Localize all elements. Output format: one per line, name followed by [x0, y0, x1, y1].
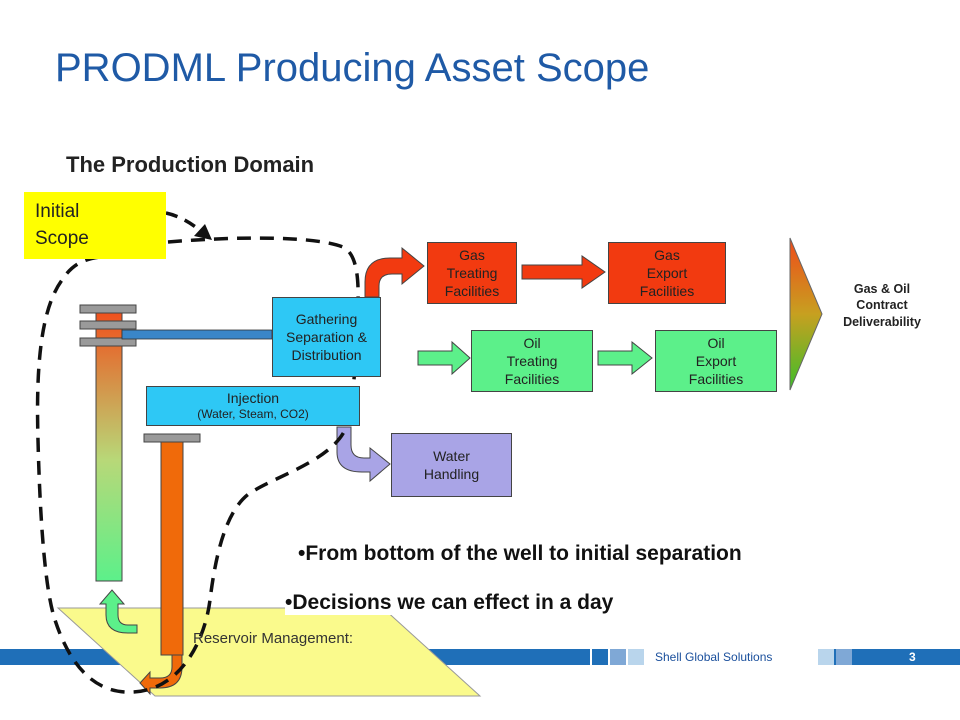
gas-export-box: Gas Export Facilities — [608, 242, 726, 304]
bullet-scope: •From bottom of the well to initial sepa… — [298, 542, 742, 566]
page-title: PRODML Producing Asset Scope — [55, 46, 650, 90]
gathering-line-1: Gathering — [295, 310, 358, 327]
oil-treating-box: Oil Treating Facilities — [471, 330, 593, 392]
arrow-oil-to-export — [597, 340, 653, 376]
oil-export-line-1: Oil — [707, 334, 725, 351]
water-handling-box: Water Handling — [391, 433, 512, 497]
initial-scope-line-2: Scope — [35, 227, 89, 249]
page-number: 3 — [909, 650, 916, 664]
arrow-to-oil-treating — [417, 340, 471, 376]
gas-export-line-1: Gas — [654, 246, 680, 263]
gas-export-line-3: Facilities — [639, 283, 695, 300]
gathering-box: Gathering Separation & Distribution — [272, 297, 381, 377]
initial-scope-line-1: Initial — [35, 200, 80, 222]
water-handling-line-1: Water — [433, 447, 470, 464]
page-subtitle: The Production Domain — [66, 152, 315, 177]
initial-scope-label: Initial Scope — [24, 192, 166, 259]
gas-treating-line-1: Gas — [459, 246, 485, 263]
arrow-to-water-handling — [336, 426, 391, 483]
injection-detail: (Water, Steam, CO2) — [197, 407, 309, 422]
gas-treating-line-2: Treating — [446, 264, 498, 281]
oil-treating-line-2: Treating — [506, 352, 558, 369]
gas-treating-line-3: Facilities — [444, 283, 500, 300]
reservoir-label: Reservoir Management: — [193, 630, 354, 647]
gas-export-line-2: Export — [646, 264, 688, 281]
scope-boundary — [35, 236, 360, 694]
water-handling-line-2: Handling — [423, 466, 480, 482]
gathering-line-2: Separation & — [286, 328, 367, 345]
bullet-decisions: •Decisions we can effect in a day — [285, 591, 618, 615]
oil-treating-line-3: Facilities — [504, 371, 560, 388]
injection-title: Injection — [226, 390, 280, 407]
deliverability-triangle — [789, 237, 823, 391]
initial-scope-arrow — [165, 211, 205, 235]
gathering-line-3: Distribution — [291, 347, 362, 364]
footer-company: Shell Global Solutions — [655, 650, 773, 664]
injection-box: Injection (Water, Steam, CO2) — [146, 386, 360, 426]
injector-well — [139, 433, 201, 696]
well-pipe — [121, 329, 273, 340]
oil-treating-line-1: Oil — [523, 334, 541, 351]
gas-treating-box: Gas Treating Facilities — [427, 242, 517, 304]
deliverability-label: Gas & Oil Contract Deliverability — [820, 281, 944, 330]
producer-well — [79, 304, 137, 582]
deliverability-line-3: Deliverability — [843, 314, 921, 329]
inflow-arrow — [98, 589, 138, 634]
arrow-to-gas-treating — [364, 246, 425, 298]
initial-scope-arrowhead — [194, 224, 212, 240]
oil-export-line-3: Facilities — [688, 371, 744, 388]
arrow-gas-to-export — [521, 255, 606, 289]
deliverability-line-2: Contract — [856, 298, 908, 313]
oil-export-box: Oil Export Facilities — [655, 330, 777, 392]
reservoir-shape — [56, 607, 482, 697]
oil-export-line-2: Export — [695, 352, 737, 369]
deliverability-line-1: Gas & Oil — [853, 282, 911, 296]
